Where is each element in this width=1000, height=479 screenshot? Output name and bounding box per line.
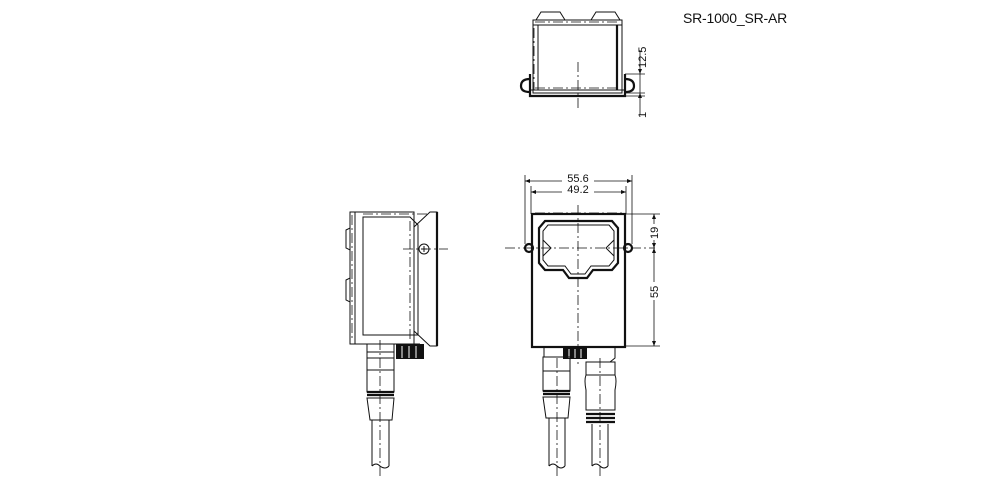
dim-outer-width: 55.6: [567, 173, 588, 185]
dim-upper-height: 19: [649, 227, 661, 239]
top-view: 12.5 1: [519, 11, 649, 118]
dim-lower-height: 55: [649, 286, 661, 298]
dim-top-1: 1: [637, 112, 649, 118]
dim-inner-width: 49.2: [567, 184, 588, 196]
model-label: SR-1000_SR-AR: [683, 10, 787, 26]
dim-top-12-5: 12.5: [637, 47, 649, 68]
front-view: 55.6 49.2 19 55: [505, 172, 661, 479]
side-view: [345, 211, 448, 479]
